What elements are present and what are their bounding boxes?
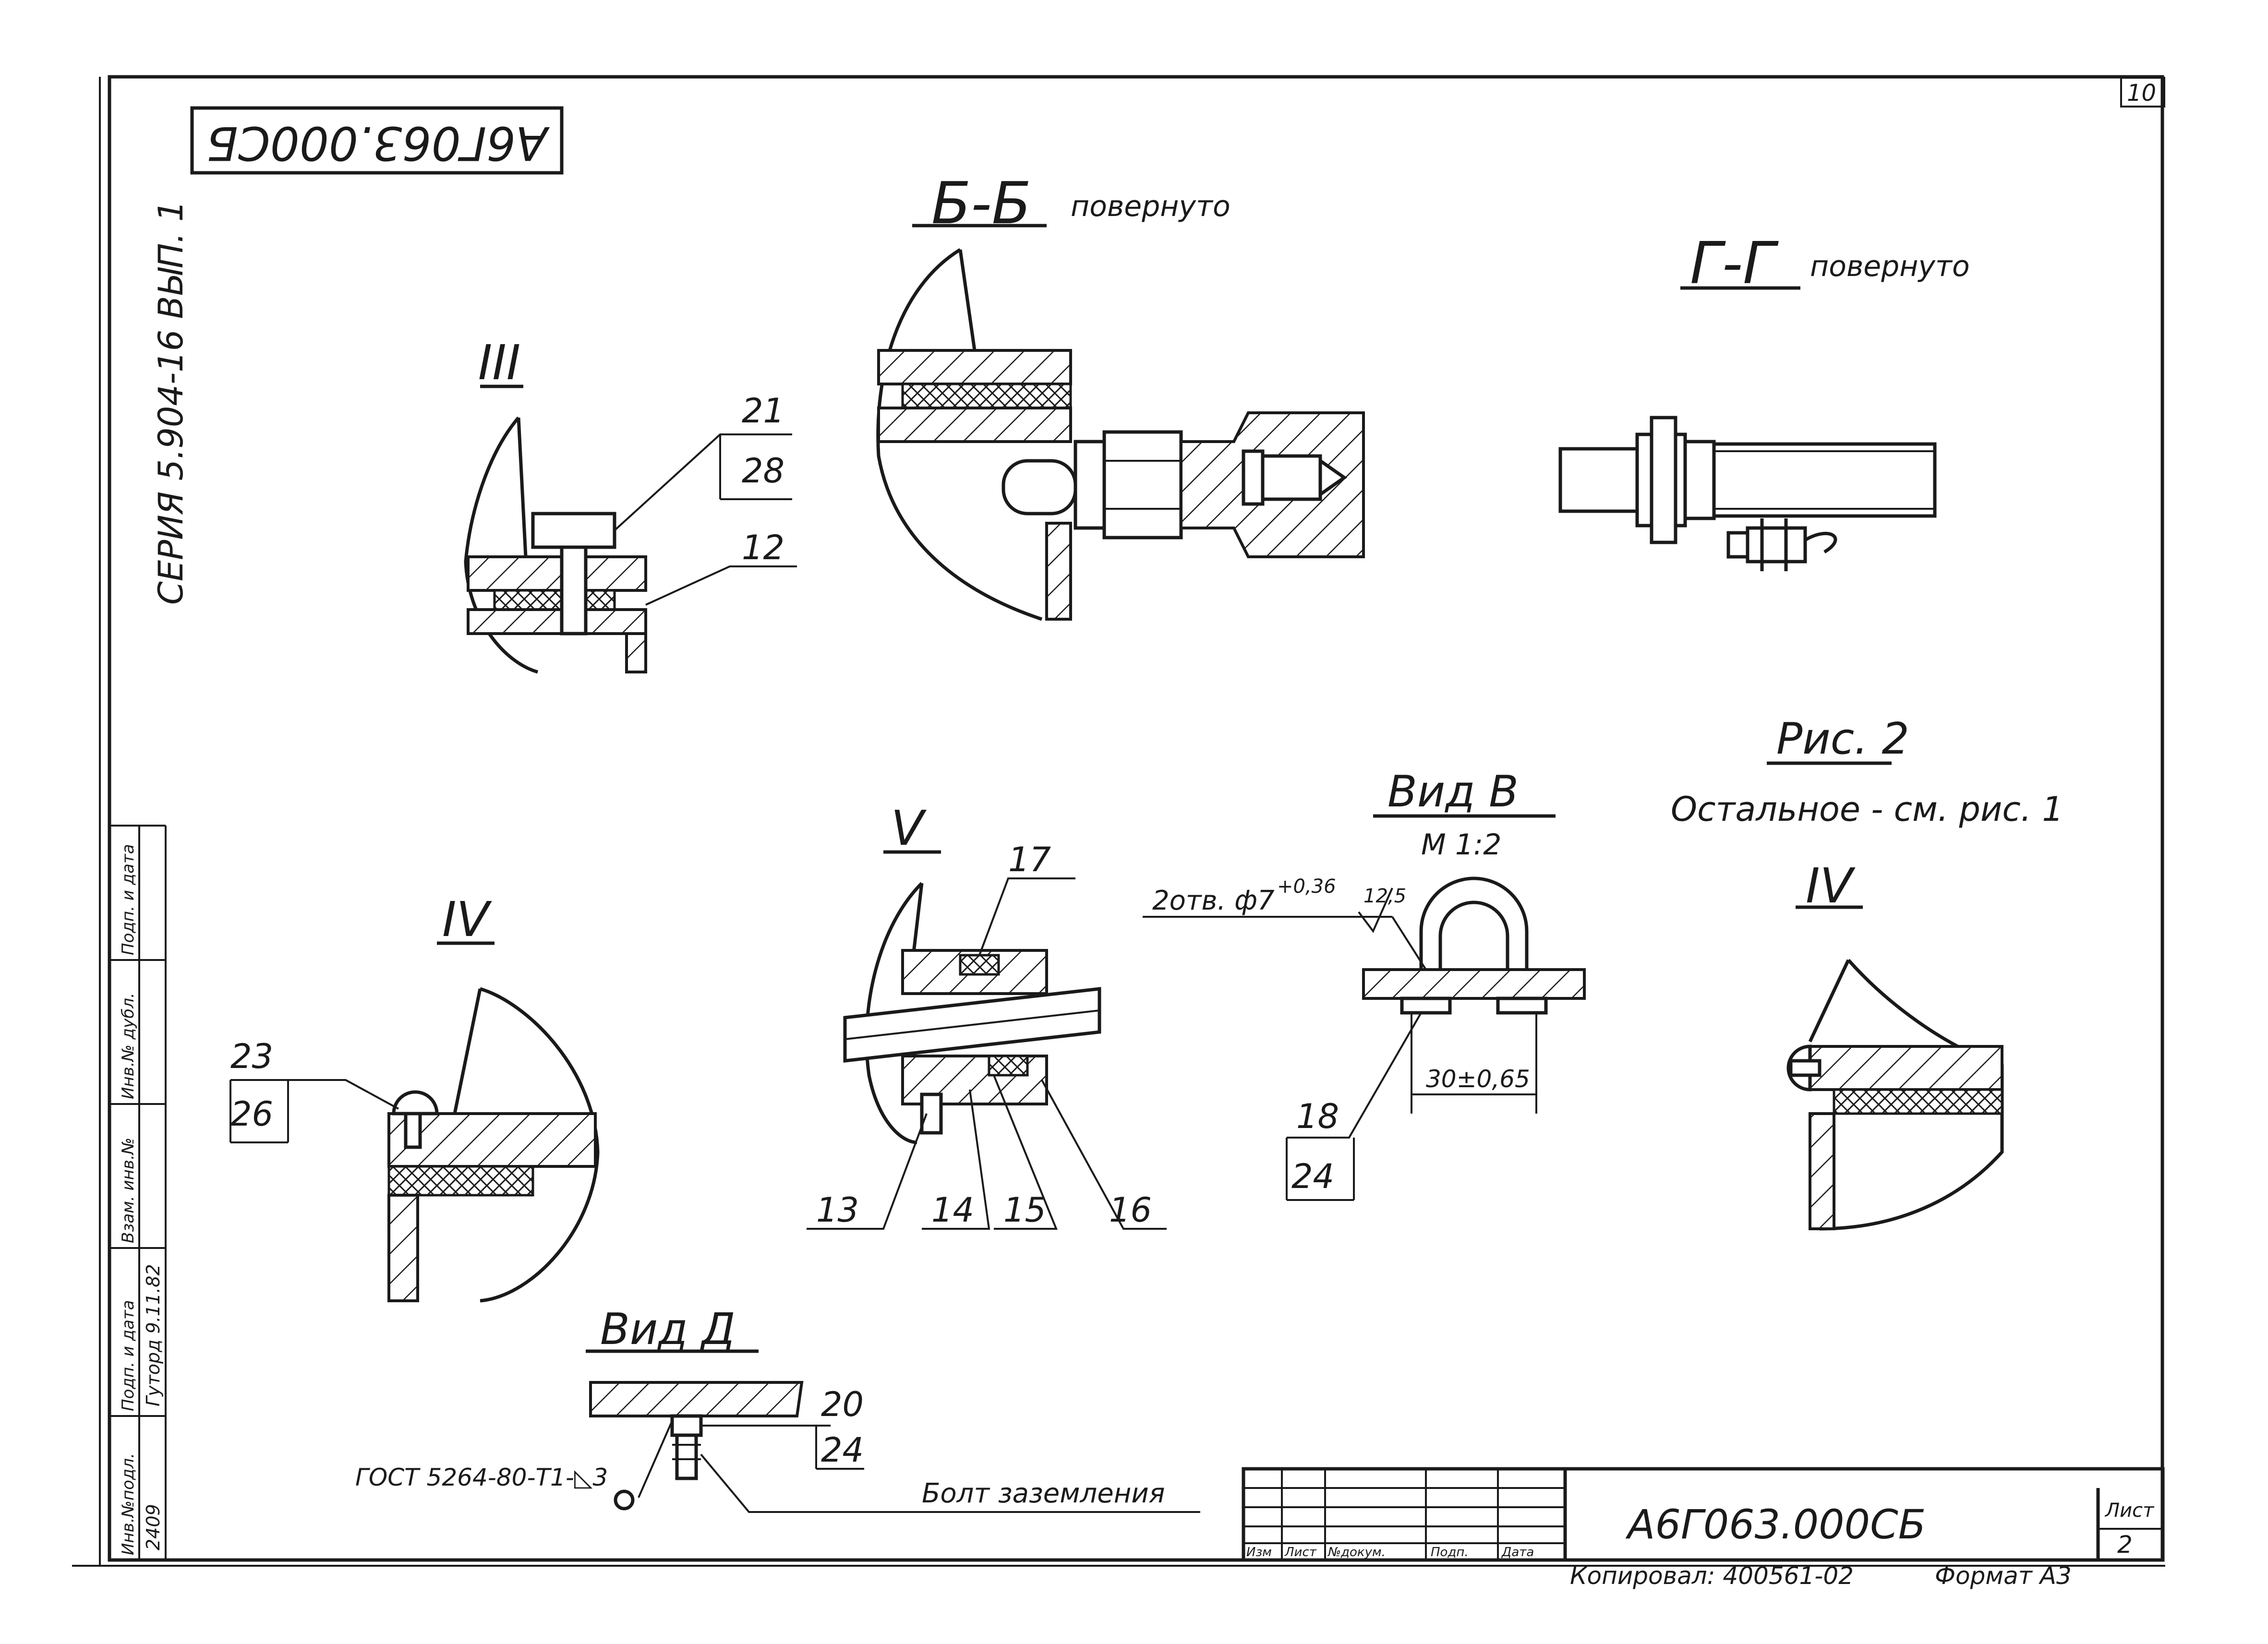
callout-16: 16: [1109, 1190, 1152, 1230]
tb-col-izm: Изм: [1246, 1545, 1272, 1560]
figure-label: Рис. 2: [1776, 714, 1909, 764]
view-vid-v-title: Вид В: [1387, 767, 1519, 817]
callout-20: 20: [821, 1385, 864, 1424]
callout-17: 17: [1008, 840, 1051, 879]
view-iii-title: III: [478, 335, 520, 391]
strip-signature: Гуторд 9.11.82: [143, 1264, 164, 1406]
strip-label-5: Подп. и дата: [119, 844, 138, 955]
view-vid-d-title: Вид Д: [600, 1304, 735, 1355]
series-label: СЕРИЯ 5.904-16 ВЫП. 1: [151, 200, 191, 605]
section-b-b-note: повернуто: [1071, 190, 1231, 223]
callout-15: 15: [1003, 1190, 1046, 1230]
tb-copied: Копировал: 400561-02: [1570, 1562, 1854, 1590]
tb-col-list: Лист: [1284, 1545, 1317, 1560]
view-iv-left: IV 23 26: [229, 891, 600, 1303]
title-block: Изм Лист №докум. Подп. Дата А6Г063.000СБ…: [1242, 1467, 2165, 1590]
callout-14: 14: [931, 1190, 974, 1230]
section-g-g: Г-Г повернуто: [1558, 230, 1970, 571]
strip-label-2: Подп. и дата: [119, 1300, 138, 1411]
tb-col-date: Дата: [1501, 1545, 1534, 1560]
rest-note: Остальное - см. рис. 1: [1671, 790, 2063, 829]
tb-col-sign: Подп.: [1431, 1545, 1469, 1560]
callout-18: 18: [1296, 1097, 1339, 1136]
figure-notes: Рис. 2 Остальное - см. рис. 1: [1671, 714, 2063, 829]
strip-inv-value: 2409: [143, 1504, 164, 1550]
holes-note: 2отв. ф7: [1152, 885, 1275, 916]
tb-sheet-label: Лист: [2104, 1500, 2155, 1522]
gost-weld-note: ГОСТ 5264-80-Т1-◺3: [355, 1464, 608, 1491]
view-v-title: V: [891, 800, 927, 856]
view-vid-d: Вид Д 20 24 ГОСТ 5264-80-Т1-◺3 Болт зазе…: [355, 1304, 1200, 1513]
callout-26: 26: [230, 1094, 273, 1134]
section-b-b: Б-Б повернуто: [876, 170, 1365, 621]
tb-format: Формат А3: [1935, 1562, 2072, 1590]
tb-sheet-number: 2: [2117, 1531, 2133, 1559]
view-vid-v-scale: М 1:2: [1421, 828, 1501, 862]
callout-13: 13: [816, 1190, 859, 1230]
ground-bolt-label: Болт заземления: [922, 1478, 1165, 1509]
rotated-designation-text: А6Г063.000СБ: [206, 116, 550, 170]
section-g-g-title: Г-Г: [1690, 230, 1779, 297]
view-iii: III 21 28 12: [464, 335, 797, 674]
view-v: V 17 13 14 15 16: [807, 800, 1167, 1230]
view-vid-v: Вид В М 1:2 2отв. ф7 +0,36 12,5 30±0,65 …: [1143, 767, 1586, 1201]
callout-28: 28: [742, 451, 784, 491]
callout-23: 23: [230, 1037, 273, 1076]
strip-label-3: Взам. инв.№: [119, 1138, 138, 1243]
tb-col-doc: №докум.: [1327, 1545, 1386, 1560]
view-iv-right-title: IV: [1806, 858, 1856, 914]
callout-12: 12: [742, 528, 784, 567]
view-iv-right: IV: [1786, 858, 2004, 1231]
callout-21: 21: [742, 391, 784, 431]
strip-label-4: Инв.№ дубл.: [119, 993, 138, 1099]
rotated-designation: А6Г063.000СБ: [190, 106, 564, 175]
holes-tolerance: +0,36: [1277, 876, 1336, 898]
dimension-30: 30±0,65: [1426, 1065, 1530, 1093]
view-iv-left-title: IV: [442, 891, 492, 948]
callout-24-d: 24: [821, 1430, 864, 1470]
tb-designation: А6Г063.000СБ: [1625, 1501, 1926, 1548]
sheet-corner-number: 10: [2127, 80, 2156, 107]
strip-label-1: Инв.№подл.: [119, 1453, 138, 1555]
callout-24-b: 24: [1291, 1157, 1334, 1196]
section-g-g-note: повернуто: [1810, 250, 1970, 283]
sheet-frame: 10: [72, 75, 2165, 1567]
left-strip: Инв.№подл. Подп. и дата Взам. инв.№ Инв.…: [109, 200, 191, 1560]
